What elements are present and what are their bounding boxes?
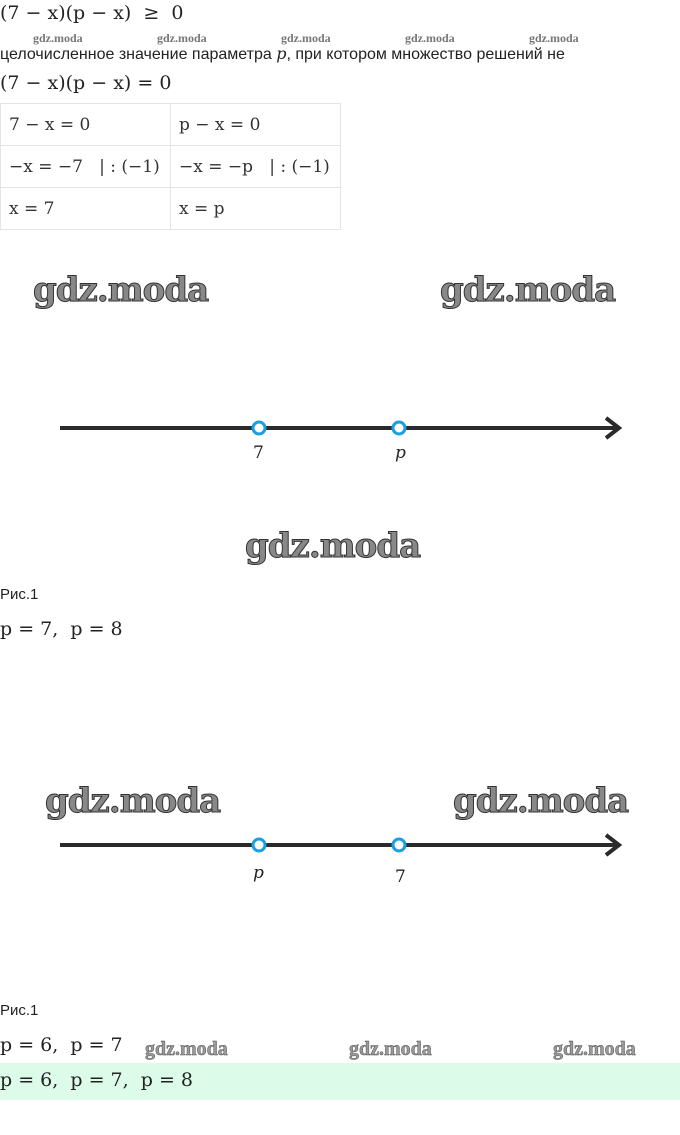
table-cell: x = p — [170, 187, 341, 230]
watermark: gdz.moda — [33, 31, 83, 45]
final-answer: p = 6, p = 7, p = 8 — [0, 1069, 193, 1091]
table-cell: x = 7 — [0, 187, 171, 230]
watermark: gdz.moda — [281, 31, 331, 45]
watermark: gdz.moda — [145, 1038, 228, 1061]
table-row: −x = −7 | : (−1)−x = −p | : (−1) — [0, 145, 341, 188]
final-answer-highlight — [0, 1063, 680, 1100]
table-cell: p − x = 0 — [170, 103, 341, 146]
answer-1: p = 7, p = 8 — [0, 618, 123, 640]
answer-2: p = 6, p = 7 — [0, 1034, 123, 1056]
equation: (7 − x)(p − x) = 0 — [0, 72, 172, 94]
watermark: gdz.moda — [452, 781, 629, 822]
point-label: p — [253, 863, 264, 883]
number-line-2 — [60, 833, 623, 857]
point-label: 7 — [253, 443, 264, 463]
open-point — [391, 420, 407, 436]
number-line-1 — [60, 416, 623, 440]
question-var: p — [276, 44, 287, 63]
watermark: gdz.moda — [439, 270, 616, 311]
watermark: gdz.moda — [157, 31, 207, 45]
figure-caption: Рис.1 — [0, 1002, 39, 1019]
question-text: целочисленное значение параметра p, при … — [0, 44, 565, 64]
arrow-icon — [604, 833, 623, 857]
question-text-end: , при котором множество решений не — [286, 46, 565, 63]
point-label: 7 — [395, 867, 406, 887]
open-point — [251, 837, 267, 853]
watermark: gdz.moda — [529, 31, 579, 45]
arrow-icon — [604, 416, 623, 440]
watermark: gdz.moda — [553, 1038, 636, 1061]
table-cell: 7 − x = 0 — [0, 103, 171, 146]
table-cell: −x = −7 | : (−1) — [0, 145, 171, 188]
watermark: gdz.moda — [32, 270, 209, 311]
watermark: gdz.moda — [349, 1038, 432, 1061]
inequality: (7 − x)(p − x) ≥ 0 — [0, 2, 184, 24]
question-text-start: целочисленное значение параметра — [0, 46, 277, 63]
watermark: gdz.moda — [405, 31, 455, 45]
point-label: p — [395, 443, 406, 463]
watermark: gdz.moda — [244, 526, 421, 567]
table-cell: −x = −p | : (−1) — [170, 145, 341, 188]
open-point — [391, 837, 407, 853]
watermark: gdz.moda — [44, 781, 221, 822]
figure-caption: Рис.1 — [0, 586, 39, 603]
open-point — [251, 420, 267, 436]
